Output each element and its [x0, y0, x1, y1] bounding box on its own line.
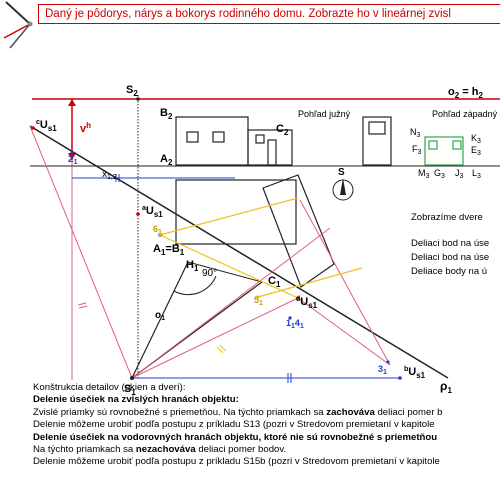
pink-diagonal — [131, 227, 331, 379]
label-c2: C2 — [276, 123, 289, 137]
point-51 — [256, 295, 260, 299]
label-south-view: Pohľad južný — [298, 109, 351, 119]
point-cus1 — [31, 126, 35, 130]
notes-line6: Na týchto priamkach sa nezachováva delia… — [33, 444, 287, 456]
label-90deg: 90° — [202, 268, 217, 279]
label-aus1: aUs1 — [142, 205, 163, 219]
label-x12: x1,2 — [102, 169, 117, 181]
pink-diagonal-2 — [297, 297, 391, 366]
notes-line3: Zvislé priamky sú rovnobežné s priemetňo… — [33, 406, 443, 418]
label-21: 21 — [68, 154, 78, 166]
label-dus1: dUs1 — [296, 296, 318, 310]
s1-dus1-line — [131, 297, 299, 379]
label-o1: o1 — [155, 310, 165, 322]
label-e3: E3 — [471, 145, 481, 157]
north-arrow-icon — [332, 178, 354, 201]
label-s2: S2 — [126, 84, 138, 98]
label-a1b1: A1=B1 — [153, 243, 185, 257]
notes-line5: Delenie úsečiek na vodorovných hranách o… — [33, 431, 438, 443]
label-c1: C1 — [268, 275, 281, 289]
side-text-line1: Zobrazíme dvere — [411, 212, 483, 223]
pink-offset — [299, 199, 391, 366]
label-cus1: cUs1 — [36, 119, 57, 133]
notes-line2: Delenie úsečiek na zvislých hranách obje… — [33, 394, 239, 406]
o1-line — [131, 261, 189, 379]
label-31: 31 — [378, 364, 387, 376]
label-vh: vh — [80, 121, 91, 135]
point-1141 — [288, 316, 292, 320]
south-elevation — [175, 116, 293, 166]
label-h1: H1 — [186, 259, 199, 273]
label-f3: F3 — [412, 144, 422, 156]
point-bus1 — [398, 376, 402, 380]
label-1141: 1141 — [286, 318, 304, 330]
label-rho1: ρ1 — [440, 379, 452, 395]
label-bus1: bUs1 — [404, 366, 426, 380]
label-g3: G3 — [434, 168, 445, 180]
west-elevation — [362, 116, 464, 166]
task-title: Daný je pôdorys, nárys a bokorys rodinné… — [38, 4, 500, 24]
compass-icon — [3, 1, 33, 49]
side-text-line3: Deliaci bod na úse — [411, 252, 490, 263]
yellow-line-3 — [257, 267, 363, 298]
point-aus1 — [136, 212, 140, 216]
label-a2: A2 — [160, 153, 173, 167]
yellow-line-2 — [159, 234, 299, 299]
construction-notes: Konštrukcia detailov (okien a dverí): De… — [33, 382, 500, 469]
label-j3: J3 — [455, 168, 464, 180]
point-s1 — [130, 376, 134, 380]
rho1-line — [29, 125, 449, 379]
point-dus1 — [296, 296, 300, 300]
label-l3: L3 — [472, 168, 481, 180]
floor-plan — [175, 174, 335, 288]
point-31 — [386, 360, 390, 364]
notes-line4: Delenie môžeme urobiť podľa postupu z pr… — [33, 419, 435, 431]
label-b2: B2 — [160, 107, 173, 121]
point-61 — [158, 233, 162, 237]
label-k3: K3 — [471, 133, 481, 145]
label-51: 51 — [254, 295, 263, 307]
label-61: 61 — [153, 224, 162, 236]
label-west-view: Pohľad západný — [432, 109, 498, 119]
point-s2 — [136, 97, 140, 101]
label-s-north: S — [338, 167, 345, 178]
side-text-line4: Deliace body na ú — [411, 266, 488, 277]
point-21 — [70, 150, 74, 154]
yellow-line-1 — [159, 197, 299, 236]
label-o2-h2: o2 = h2 — [448, 86, 483, 100]
side-text-line2: Deliaci bod na úse — [411, 238, 490, 249]
label-m3: M3 — [418, 168, 430, 180]
s1-cus1-line — [29, 125, 133, 379]
label-s1: S1 — [124, 383, 136, 397]
h1-c1-line — [187, 261, 263, 283]
right-angle-arc — [173, 275, 217, 296]
notes-line1: Konštrukcia detailov (okien a dverí): — [33, 382, 186, 393]
label-n3: N3 — [410, 127, 421, 139]
notes-line7: Delenie môžeme urobiť podľa postupu z pr… — [33, 456, 440, 468]
